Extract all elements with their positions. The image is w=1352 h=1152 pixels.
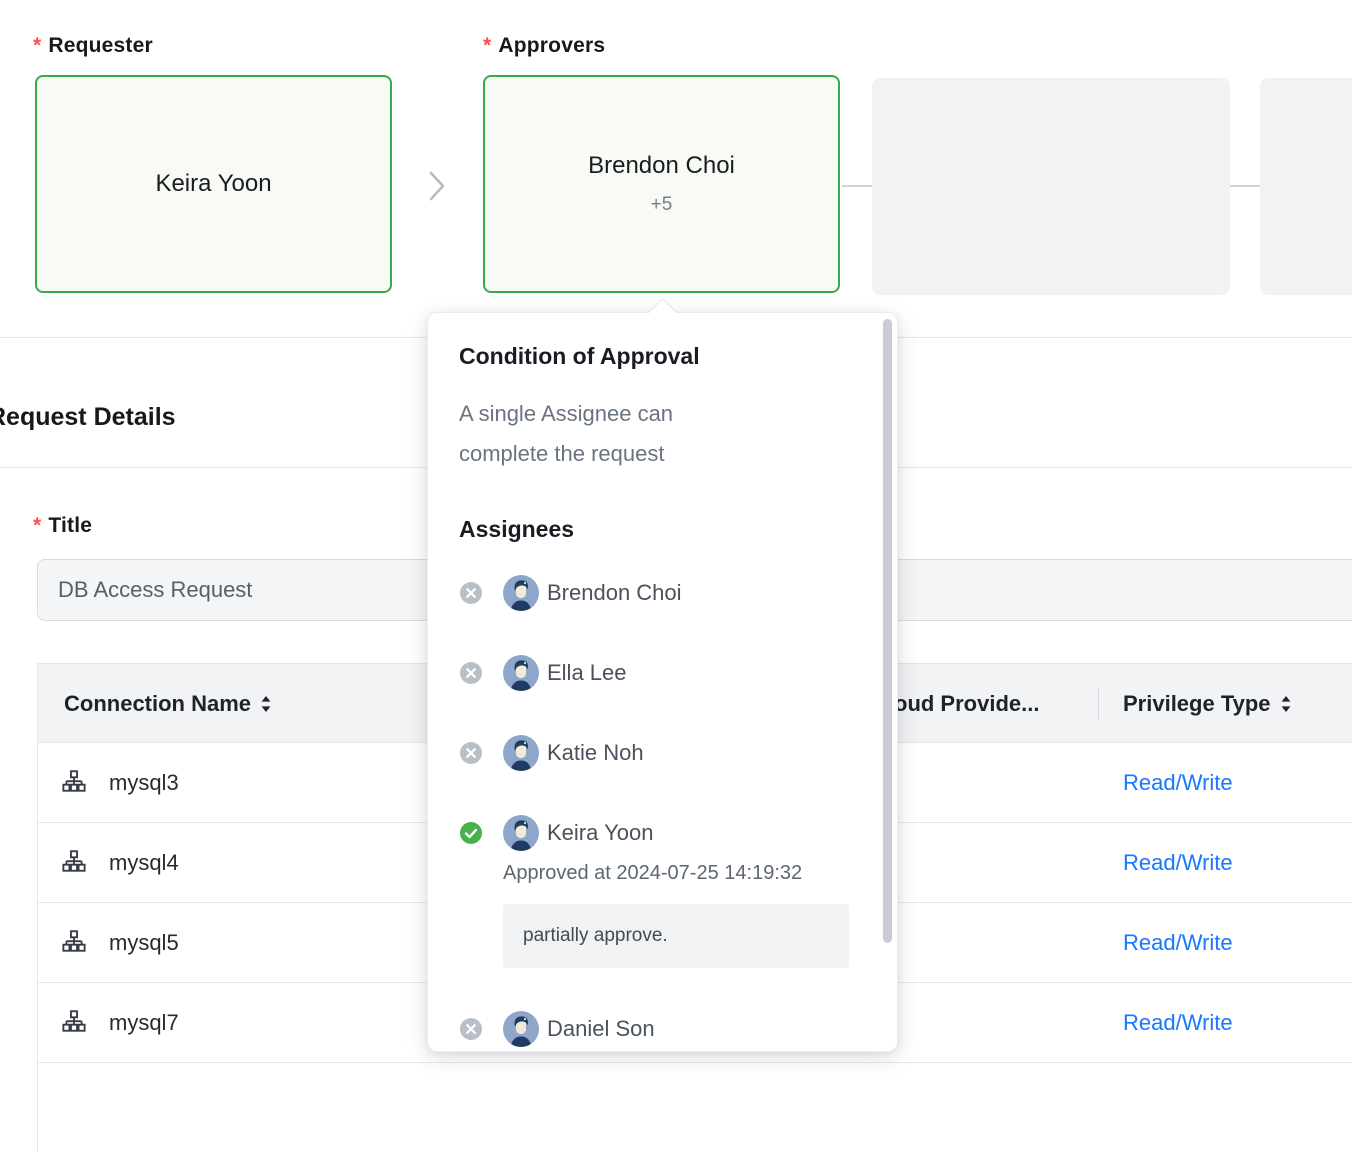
approvers-popover: Condition of Approval A single Assignee … bbox=[427, 297, 898, 1052]
avatar bbox=[503, 735, 539, 771]
sort-icon[interactable] bbox=[1280, 694, 1292, 714]
connection-name: mysql5 bbox=[109, 930, 179, 955]
requester-label-text: Requester bbox=[48, 34, 153, 57]
requester-field-label: * Requester bbox=[33, 34, 153, 58]
privilege-type-link[interactable]: Read/Write bbox=[1123, 1010, 1233, 1035]
connection-name: mysql7 bbox=[109, 1010, 179, 1035]
title-label-text: Title bbox=[48, 514, 93, 537]
assignee-row: Daniel Son bbox=[459, 1011, 655, 1047]
required-asterisk: * bbox=[483, 34, 492, 57]
assignee-row: Ella Lee bbox=[459, 655, 627, 691]
approvers-label-text: Approvers bbox=[498, 34, 606, 57]
assignee-row: Brendon Choi bbox=[459, 575, 682, 611]
assignee-row: Keira Yoon bbox=[459, 815, 653, 851]
approver-name: Brendon Choi bbox=[588, 152, 735, 179]
approvers-field-label: * Approvers bbox=[483, 34, 605, 58]
table-row: mysql7 Read/Write bbox=[38, 983, 1352, 1063]
workflow-step-placeholder[interactable] bbox=[1260, 78, 1352, 295]
popover-scrollbar[interactable] bbox=[883, 319, 892, 943]
column-header-label: Privilege Type bbox=[1123, 690, 1271, 716]
connection-name: mysql3 bbox=[109, 770, 179, 795]
status-pending-icon bbox=[459, 661, 483, 685]
column-header-connection-name[interactable]: Connection Name bbox=[64, 664, 272, 743]
connection-icon bbox=[61, 768, 87, 799]
column-header-cloud-provider[interactable]: Cloud Provide... bbox=[872, 664, 1039, 743]
avatar bbox=[503, 1011, 539, 1047]
assignee-name: Ella Lee bbox=[547, 660, 627, 685]
privilege-type-link[interactable]: Read/Write bbox=[1123, 930, 1233, 955]
approval-timestamp: Approved at 2024-07-25 14:19:32 bbox=[503, 862, 803, 884]
column-header-label: Connection Name bbox=[64, 690, 252, 716]
connection-icon bbox=[61, 1008, 87, 1039]
status-pending-icon bbox=[459, 1017, 483, 1041]
popover-arrow bbox=[647, 297, 678, 328]
status-pending-icon bbox=[459, 741, 483, 765]
condition-of-approval-title: Condition of Approval bbox=[459, 343, 700, 369]
column-separator bbox=[1098, 688, 1099, 719]
requester-name: Keira Yoon bbox=[155, 170, 272, 197]
connection-icon bbox=[61, 928, 87, 959]
required-asterisk: * bbox=[33, 514, 42, 537]
connection-icon bbox=[61, 848, 87, 879]
assignee-name: Keira Yoon bbox=[547, 820, 654, 845]
sort-icon[interactable] bbox=[260, 694, 272, 714]
chevron-right-icon bbox=[426, 169, 448, 208]
status-approved-icon bbox=[459, 821, 483, 845]
connection-name: mysql4 bbox=[109, 850, 179, 875]
title-field-label: * Title bbox=[33, 514, 92, 538]
requester-card[interactable]: Keira Yoon bbox=[35, 75, 392, 293]
assignee-row: Katie Noh bbox=[459, 735, 644, 771]
condition-of-approval-text: A single Assignee can complete the reque… bbox=[459, 401, 674, 466]
avatar bbox=[503, 815, 539, 851]
column-header-label: Cloud Provide... bbox=[872, 690, 1040, 716]
column-header-privilege-type[interactable]: Privilege Type bbox=[1123, 664, 1292, 743]
assignee-name: Daniel Son bbox=[547, 1016, 655, 1041]
assignee-name: Brendon Choi bbox=[547, 580, 682, 605]
assignees-title: Assignees bbox=[459, 516, 575, 542]
workflow-connector bbox=[1230, 185, 1260, 187]
approver-extra-count[interactable]: +5 bbox=[650, 194, 673, 215]
assignee-name: Katie Noh bbox=[547, 740, 644, 765]
required-asterisk: * bbox=[33, 34, 42, 57]
workflow-step-placeholder[interactable] bbox=[872, 78, 1230, 295]
approvers-card[interactable]: Brendon Choi +5 bbox=[483, 75, 840, 293]
privilege-type-link[interactable]: Read/Write bbox=[1123, 770, 1233, 795]
workflow-connector bbox=[842, 185, 872, 187]
status-pending-icon bbox=[459, 581, 483, 605]
privilege-type-link[interactable]: Read/Write bbox=[1123, 850, 1233, 875]
avatar bbox=[503, 655, 539, 691]
request-details-title: Request Details bbox=[0, 403, 176, 431]
title-input-value: DB Access Request bbox=[58, 577, 253, 602]
avatar bbox=[503, 575, 539, 611]
assignee-comment: partially approve. bbox=[503, 904, 849, 968]
